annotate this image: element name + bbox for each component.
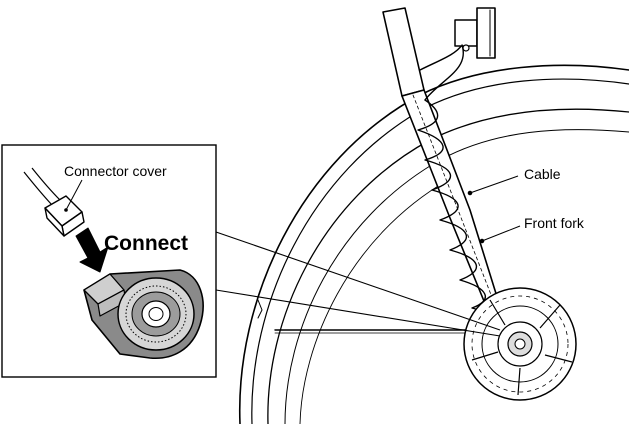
fender-inner	[251, 78, 629, 424]
tire-outer	[267, 108, 629, 424]
connector-cover-icon	[44, 195, 85, 237]
fork-centerline	[412, 94, 496, 306]
fork-steerer	[382, 7, 425, 97]
connector-cable	[23, 167, 61, 206]
fork-leader-dot	[479, 238, 485, 244]
rim-line	[299, 179, 449, 424]
front-fork-label: Front fork	[524, 215, 584, 231]
cable-upper	[424, 44, 465, 101]
cable-label: Cable	[524, 166, 561, 182]
wheel-and-fender	[238, 64, 629, 424]
callout-upper	[215, 231, 501, 331]
lamp-bracket	[419, 44, 463, 71]
connect-label: Connect	[104, 232, 188, 255]
front-fork	[382, 7, 521, 331]
callout-lines	[215, 231, 501, 337]
cable-leader-dot	[467, 190, 473, 196]
connector-cover-leader-dot	[64, 208, 68, 212]
tire-inner	[284, 129, 629, 424]
cable-spiral	[417, 99, 506, 331]
fender-stay	[257, 299, 263, 319]
cable-leader	[469, 175, 519, 194]
inset-panel	[1, 144, 217, 378]
headlamp-icon	[454, 7, 496, 59]
connector-cover-label: Connector cover	[64, 163, 167, 179]
callout-lower	[215, 289, 501, 337]
connect-arrow-icon	[75, 227, 109, 273]
leader-lines	[467, 175, 521, 244]
brake-disc	[463, 287, 577, 401]
fender-outer	[238, 64, 629, 424]
connector-cover-leader	[65, 179, 83, 211]
fork-leader	[481, 225, 521, 242]
hub-dynamo-icon	[83, 269, 204, 360]
